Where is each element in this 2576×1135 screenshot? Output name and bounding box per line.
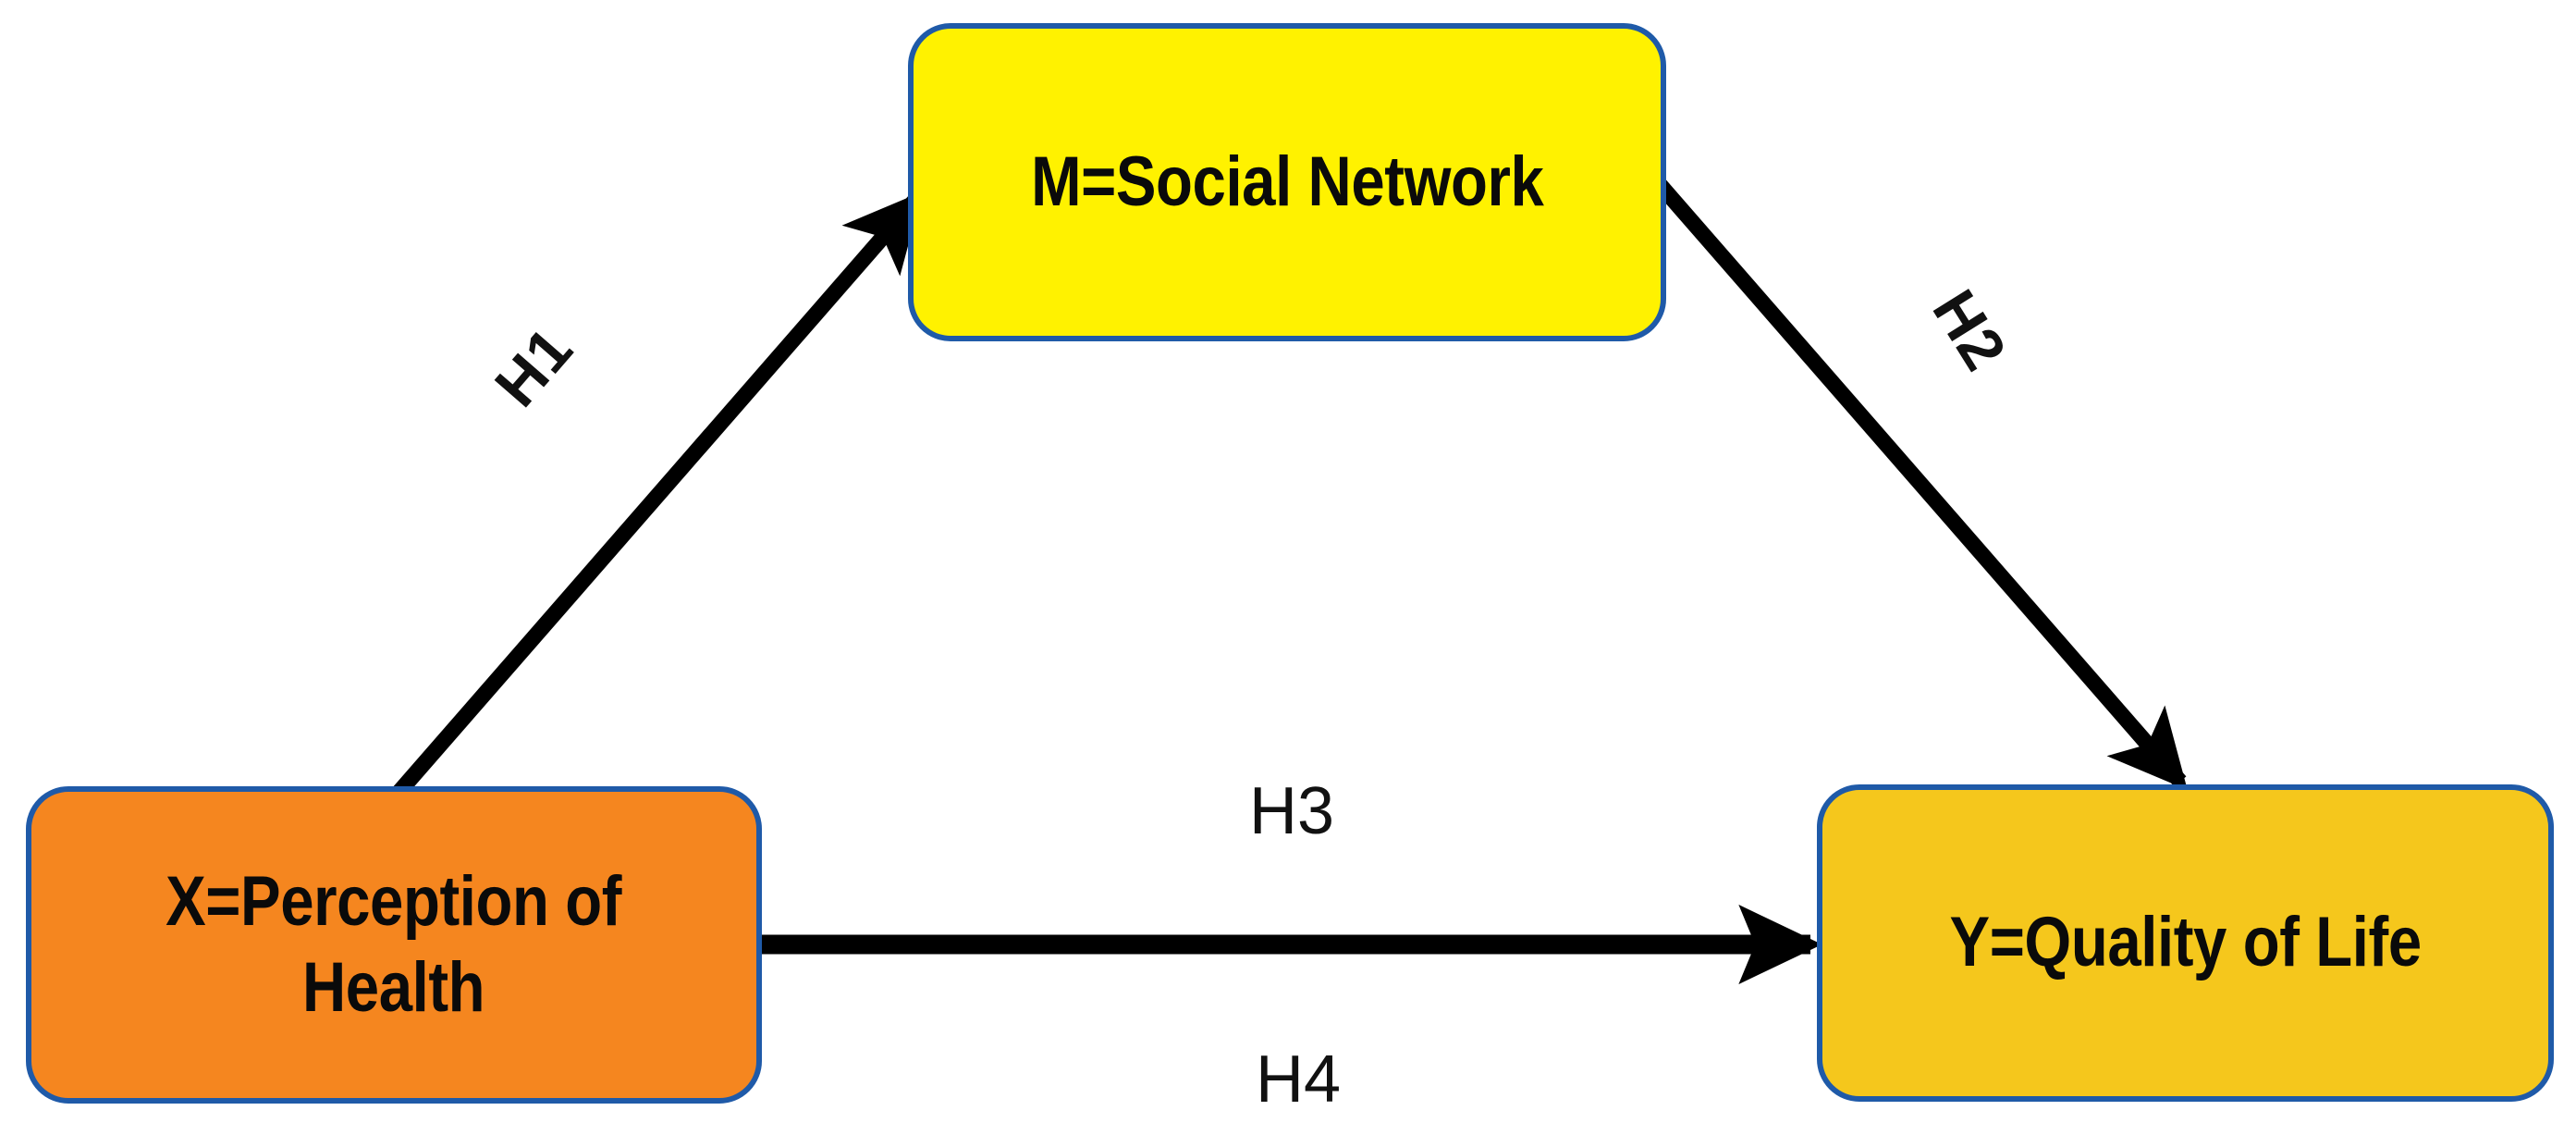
path-label-h3: H3 bbox=[1249, 774, 1335, 848]
arrow-h1 bbox=[391, 191, 923, 799]
arrow-h2 bbox=[1650, 176, 2188, 790]
node-predictor-label: X=Perception of Health bbox=[166, 861, 622, 1027]
node-mediator-label: M=Social Network bbox=[1030, 142, 1544, 221]
path-label-h4: H4 bbox=[1256, 1042, 1342, 1116]
node-predictor-perception-of-health[interactable]: X=Perception of Health bbox=[26, 786, 762, 1104]
node-outcome-quality-of-life[interactable]: Y=Quality of Life bbox=[1817, 784, 2554, 1102]
node-mediator-social-network[interactable]: M=Social Network bbox=[908, 23, 1666, 341]
node-outcome-label: Y=Quality of Life bbox=[1949, 903, 2422, 982]
